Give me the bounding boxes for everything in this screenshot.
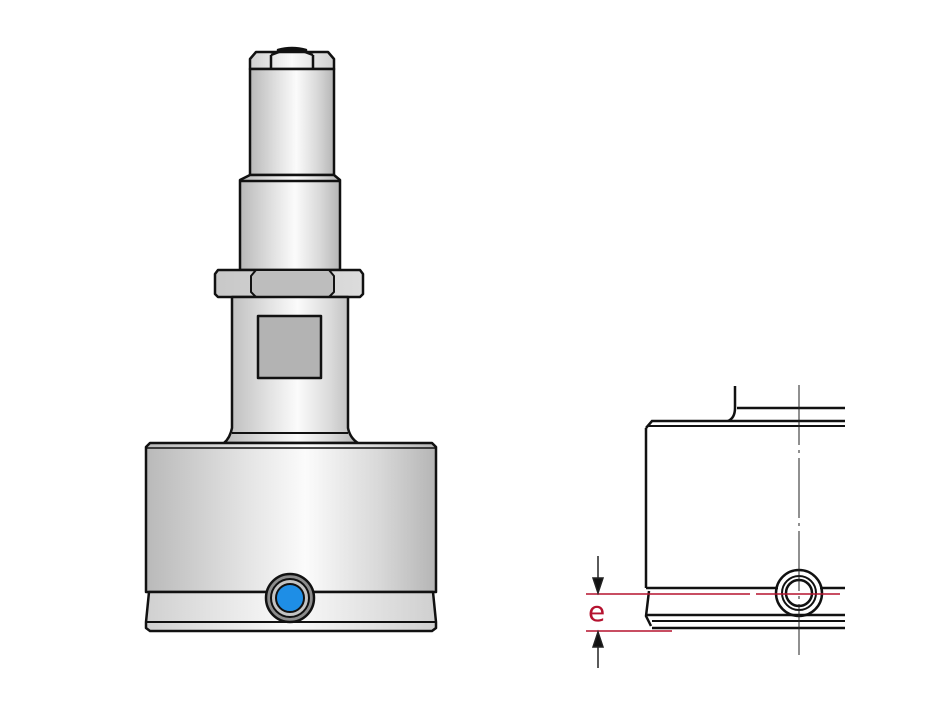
upper-shaft	[248, 67, 336, 177]
dimension-e	[586, 593, 840, 632]
hex-nut	[213, 268, 365, 299]
detail-section-view	[644, 386, 845, 630]
main-body	[144, 441, 438, 594]
dimension-label: e	[588, 595, 605, 628]
dimension-arrows	[591, 556, 605, 668]
square-window	[256, 314, 323, 380]
front-view	[144, 46, 438, 633]
side-port	[264, 572, 316, 624]
hex-top-cap	[248, 46, 336, 71]
step-shaft	[238, 173, 342, 272]
